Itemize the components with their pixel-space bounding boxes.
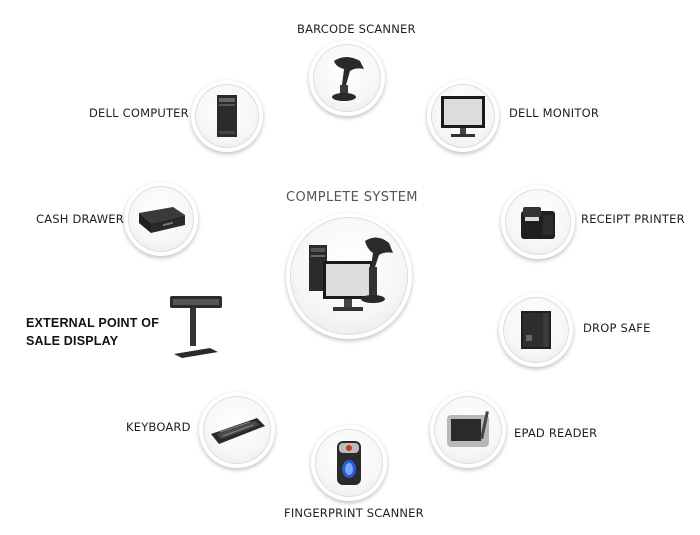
safe-icon xyxy=(521,311,551,349)
fingerprint-scanner-icon xyxy=(337,441,361,485)
fingerprint-scanner-label: FINGERPRINT SCANNER xyxy=(284,506,424,520)
keyboard-label: KEYBOARD xyxy=(126,420,191,434)
dell-computer-node xyxy=(191,80,263,152)
receipt-printer-label: RECEIPT PRINTER xyxy=(581,212,685,226)
receipt-printer-node xyxy=(501,185,575,259)
complete-system-icon xyxy=(309,237,393,311)
keyboard-icon xyxy=(211,418,265,444)
complete-system-node xyxy=(286,213,412,339)
signature-pad-icon xyxy=(447,411,489,447)
fingerprint-scanner-node xyxy=(311,425,387,501)
dell-monitor-node xyxy=(427,80,499,152)
external-display-label: EXTERNAL POINT OF SALE DISPLAY xyxy=(26,316,160,348)
drop-safe-label: DROP SAFE xyxy=(583,321,651,335)
drop-safe-node xyxy=(499,293,573,367)
receipt-printer-icon xyxy=(521,207,555,239)
barcode-scanner-label: BARCODE SCANNER xyxy=(297,22,416,36)
desktop-tower-icon xyxy=(217,95,237,137)
epad-reader-node xyxy=(430,392,506,468)
cash-drawer-icon xyxy=(139,207,185,233)
barcode-scanner-node xyxy=(309,40,385,116)
cash-drawer-label: CASH DRAWER xyxy=(36,212,124,226)
dell-monitor-label: DELL MONITOR xyxy=(509,106,600,120)
pole-display-icon xyxy=(170,296,222,358)
barcode-scanner-icon xyxy=(332,57,364,101)
center-title: COMPLETE SYSTEM xyxy=(286,190,418,205)
monitor-icon xyxy=(441,96,485,137)
keyboard-node xyxy=(199,392,275,468)
cash-drawer-node xyxy=(124,182,198,256)
epad-reader-label: EPAD READER xyxy=(514,426,598,440)
dell-computer-label: DELL COMPUTER xyxy=(89,106,189,120)
